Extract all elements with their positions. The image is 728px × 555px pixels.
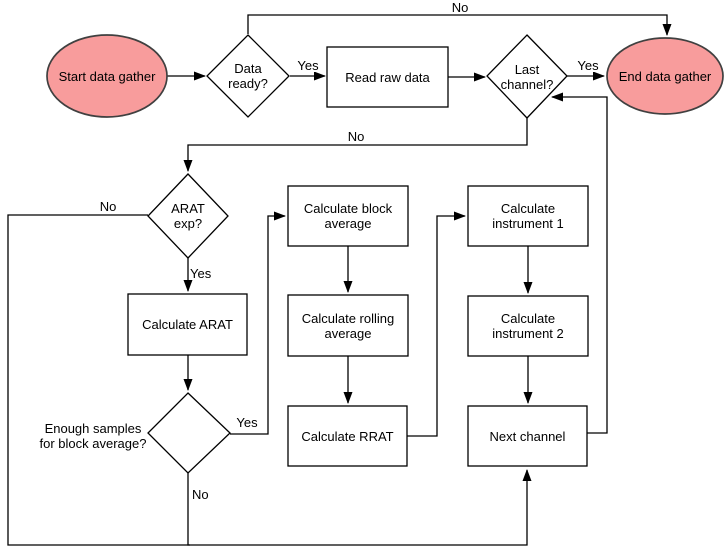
edge-next-channel-to-last-channel [551,92,608,434]
edge-group [7,14,672,546]
node-calc-inst2-rect[interactable] [467,295,589,357]
node-last-channel-diamond[interactable] [486,34,568,119]
node-data-ready-diamond[interactable] [206,34,290,118]
node-group [46,34,724,474]
node-calc-rolling-rect[interactable] [287,294,409,357]
node-calc-arat-rect[interactable] [127,293,248,356]
node-calc-block-rect[interactable] [287,185,409,247]
edge-data-ready-no-to-end [247,14,672,36]
edge-enough-samples-no-to-next-channel [187,469,532,546]
node-read-raw-rect[interactable] [326,46,449,108]
node-arat-exp-diamond[interactable] [147,173,229,259]
node-calc-inst1-rect[interactable] [467,185,589,247]
edge-enough-samples-yes-to-calc-block [230,211,286,435]
edge-last-channel-no-to-arat-exp [183,118,528,172]
node-calc-rrat-rect[interactable] [287,405,408,467]
node-end-ellipse[interactable] [606,37,724,115]
node-next-channel-rect[interactable] [467,405,588,467]
node-enough-samples-diamond[interactable] [147,392,231,474]
edge-arat-exp-no-to-next-channel [7,214,190,546]
node-start-ellipse[interactable] [46,34,168,118]
edge-calc-rrat-to-calc-inst1 [407,211,466,437]
